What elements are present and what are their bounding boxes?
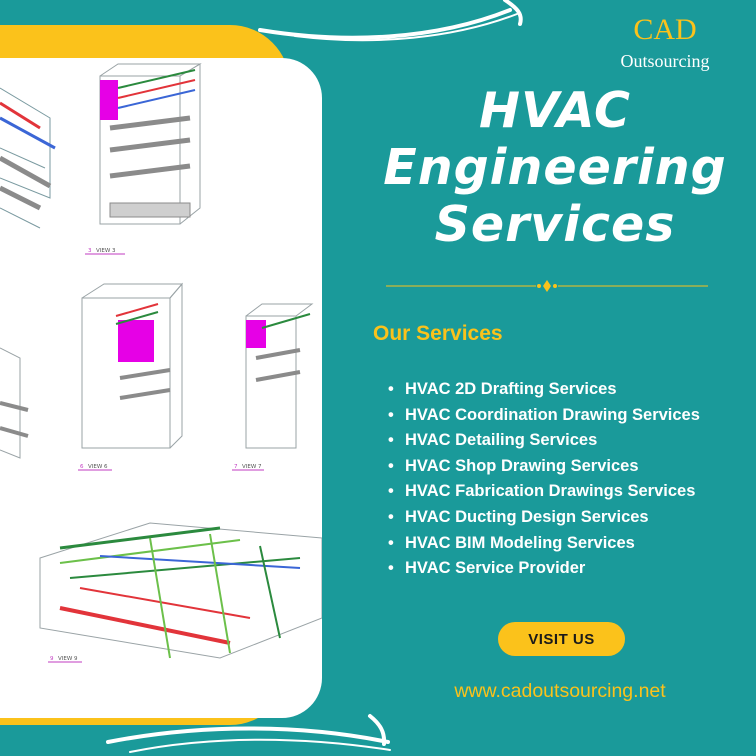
bullet-icon: • (388, 533, 394, 552)
headline-line-1: HVAC (479, 82, 631, 139)
service-item-label: HVAC Detailing Services (405, 431, 598, 450)
service-item: • HVAC Shop Drawing Services (388, 454, 700, 480)
bullet-icon: • (388, 380, 394, 398)
bullet-icon: • (388, 405, 394, 424)
service-item-label: HVAC Coordination Drawing Services (405, 405, 700, 424)
bullet-icon: • (388, 431, 394, 450)
view-7-label: VIEW 7 (242, 464, 262, 470)
headline-line-3: Services (434, 196, 676, 253)
view-3-number: 3 (88, 248, 92, 254)
view-7-number: 7 (234, 464, 238, 470)
view-6-number: 6 (80, 464, 84, 470)
service-list: • HVAC 2D Drafting Services • HVAC Coordina… (388, 377, 700, 582)
headline-line-2: Engineering (383, 139, 727, 196)
service-item-label: HVAC Ducting Design Services (405, 507, 649, 526)
diamond-flourish-icon (537, 280, 557, 292)
view-6-label: VIEW 6 (88, 464, 108, 470)
logo-cad: CAD (633, 13, 697, 46)
service-item: • HVAC Coordination Drawing Services (388, 403, 700, 429)
hvac-drawing-panel: 3 VIEW 3 6 VIEW 6 (0, 58, 322, 718)
divider-flourish (386, 280, 708, 292)
decorative-swoosh-bottom (106, 714, 391, 753)
website-link[interactable]: www.cadoutsourcing.net (454, 680, 666, 702)
decorative-swoosh-top (258, 0, 523, 42)
view-3-label: VIEW 3 (96, 248, 116, 254)
headline: HVAC Engineering Services (355, 82, 755, 253)
hvac-isometric-drawings: 3 VIEW 3 6 VIEW 6 (0, 63, 322, 663)
logo-outsourcing: Outsourcing (620, 51, 710, 71)
bullet-icon: • (388, 507, 394, 526)
services-heading: Our Services (373, 322, 503, 345)
visit-us-button[interactable]: VISIT US (498, 622, 625, 656)
bullet-icon: • (388, 559, 394, 578)
company-logo: CAD Outsourcing (600, 14, 730, 72)
service-item-label: HVAC 2D Drafting Services (405, 380, 617, 398)
service-item: • HVAC 2D Drafting Services (388, 377, 700, 403)
service-item-label: HVAC BIM Modeling Services (405, 533, 635, 552)
service-item-label: HVAC Service Provider (405, 559, 586, 578)
service-item-label: HVAC Shop Drawing Services (405, 456, 639, 475)
view-9-number: 9 (50, 656, 54, 662)
service-item: • HVAC Ducting Design Services (388, 505, 700, 531)
bullet-icon: • (388, 456, 394, 475)
service-item: • HVAC Fabrication Drawings Services (388, 479, 700, 505)
view-9-label: VIEW 9 (58, 656, 78, 662)
service-item: • HVAC BIM Modeling Services (388, 531, 700, 557)
bullet-icon: • (388, 482, 394, 501)
service-item: • HVAC Detailing Services (388, 428, 700, 454)
service-item: • HVAC Service Provider (388, 556, 700, 582)
service-item-label: HVAC Fabrication Drawings Services (405, 482, 696, 501)
